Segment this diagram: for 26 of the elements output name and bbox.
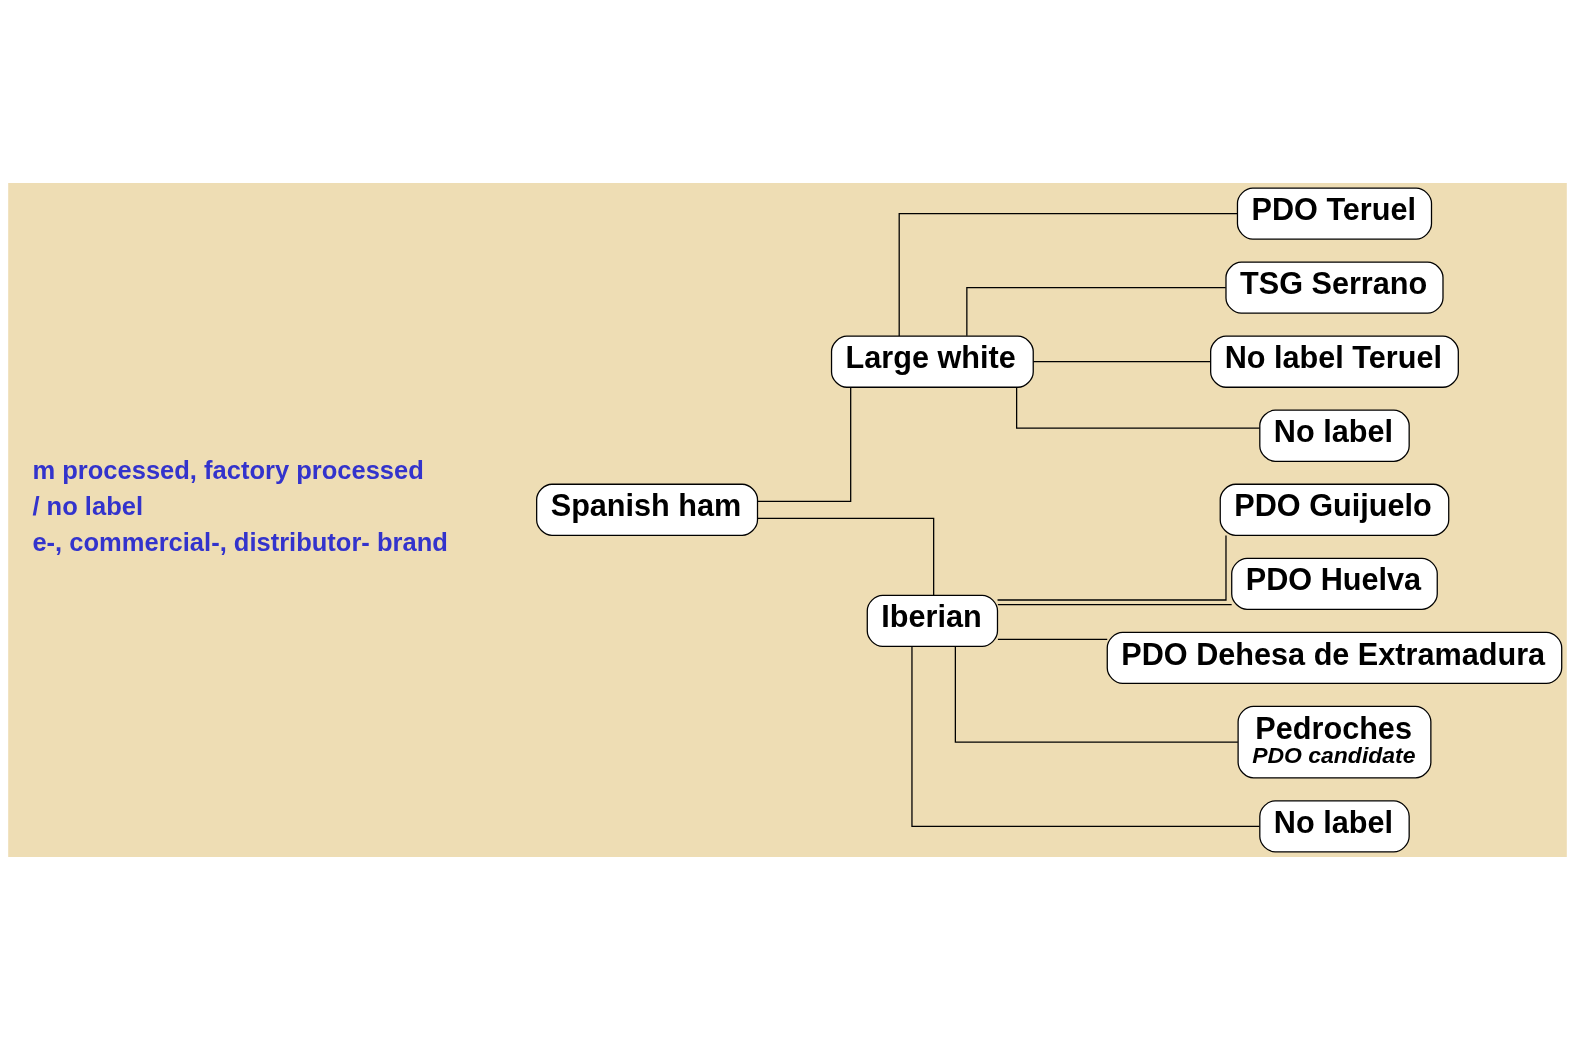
node-box: No label	[1259, 409, 1410, 462]
label: / no label	[32, 491, 144, 520]
label: e-, commercial-, distributor- brand	[32, 527, 448, 556]
node-box: PDO Huelva	[1231, 557, 1438, 610]
connector	[996, 534, 1227, 601]
node-box: PDO Guijuelo	[1219, 483, 1450, 536]
connector	[1016, 386, 1261, 429]
connector	[898, 212, 1238, 337]
connector	[954, 645, 1239, 743]
connector	[966, 286, 1227, 336]
node-box: Spanish ham	[536, 483, 759, 536]
node-box: No label	[1259, 799, 1410, 853]
node-box: No label Teruel	[1210, 335, 1459, 388]
node-box: TSG Serrano	[1225, 261, 1444, 314]
connector	[757, 517, 935, 596]
node-box: Large white	[830, 335, 1034, 388]
node-box: PDO Teruel	[1236, 186, 1433, 240]
connector	[997, 638, 1108, 640]
node-box: PDO Dehesa de Extramadura	[1106, 631, 1563, 684]
node-box: Pedroches PDO candidate	[1237, 705, 1432, 778]
label: m processed, factory processed	[32, 455, 424, 484]
node-box: Iberian	[866, 594, 999, 647]
connector	[997, 603, 1233, 605]
connector	[757, 386, 852, 502]
connector	[1032, 360, 1212, 362]
connector	[911, 645, 1261, 827]
